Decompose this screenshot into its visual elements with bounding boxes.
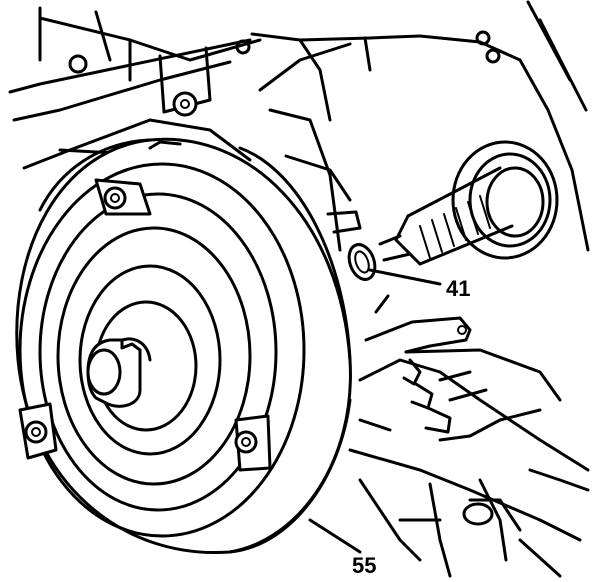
torque-converter xyxy=(15,137,352,555)
seal-ring xyxy=(347,243,377,281)
callout-41-label: 41 xyxy=(446,276,471,301)
leader-55 xyxy=(308,518,362,554)
hand xyxy=(364,294,562,442)
callout-55-label: 55 xyxy=(352,553,377,578)
leader-41 xyxy=(368,268,442,286)
leader-lines xyxy=(308,268,442,554)
transmission-case xyxy=(235,0,590,578)
engine-block xyxy=(8,6,262,170)
input-shaft xyxy=(378,140,559,266)
